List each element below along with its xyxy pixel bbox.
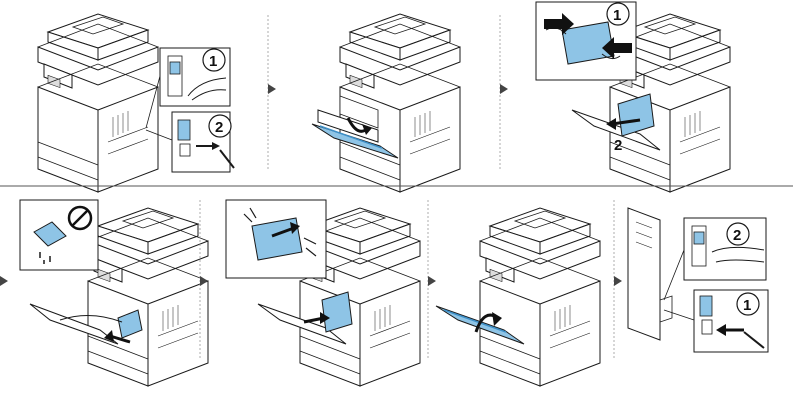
step-6-panel — [435, 207, 601, 387]
triangle-right-icon — [200, 276, 208, 286]
callout-number: 2 — [215, 119, 223, 136]
triangle-right-icon — [428, 276, 436, 286]
triangle-right-icon — [0, 276, 8, 286]
triangle-right-icon — [614, 276, 622, 286]
step-4-panel — [19, 199, 209, 387]
callout-number: 1 — [613, 7, 621, 24]
callout-number: 1 — [743, 297, 751, 314]
callout-number: 2 — [614, 137, 622, 154]
callout-number: 2 — [733, 227, 741, 244]
step-5-panel — [225, 199, 421, 387]
step-2-panel — [311, 13, 461, 193]
callout-number: 1 — [209, 53, 217, 70]
triangle-right-icon — [268, 84, 276, 94]
step-1-panel: 1 2 — [37, 13, 235, 193]
step-7-panel: 2 1 — [627, 207, 769, 353]
triangle-right-icon — [500, 84, 508, 94]
step-3-panel: 1 2 — [535, 1, 731, 193]
